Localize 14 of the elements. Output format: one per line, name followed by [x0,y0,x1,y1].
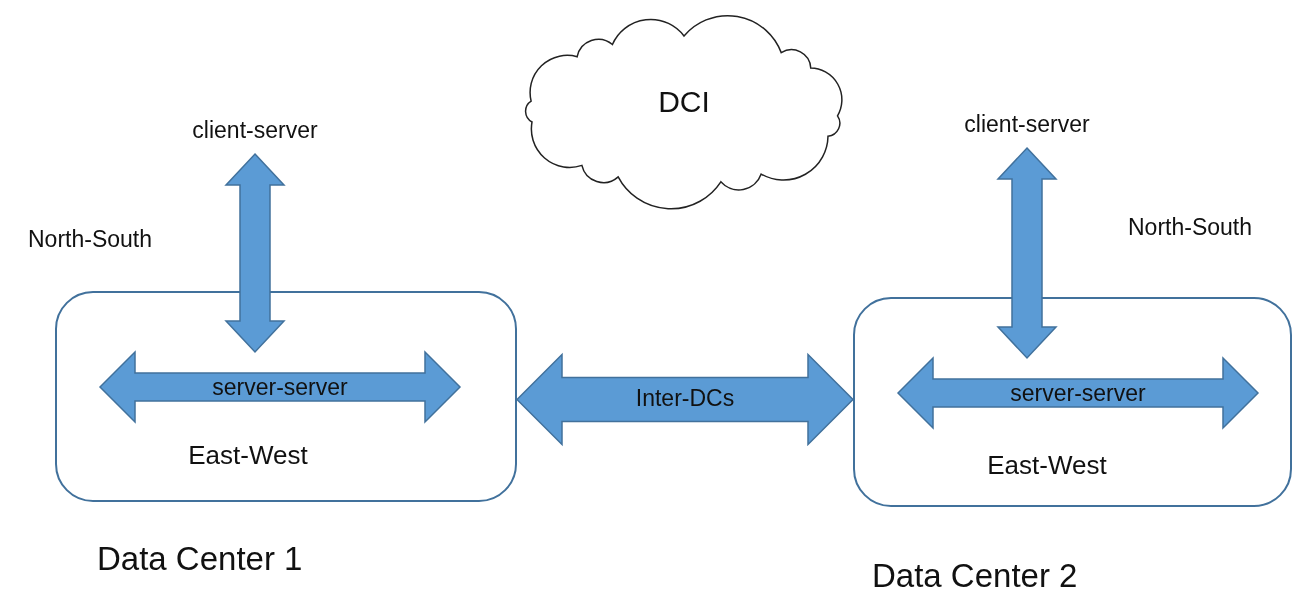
flow-direction-label: East-West [188,440,308,471]
data-center-title: Data Center 1 [97,540,303,578]
edge-label: Inter-DCs [635,384,735,411]
data-center-title: Data Center 2 [872,557,1078,594]
node-label: client-server [191,116,319,144]
node-label: client-server [963,110,1091,138]
arrow-label: server-server [1009,379,1147,407]
double-arrow [515,352,855,447]
edge-label: North-South [28,225,152,253]
double-arrow [224,152,286,354]
edge-label: North-South [1128,213,1252,241]
flow-direction-label: East-West [987,450,1107,481]
arrow-label: server-server [211,373,349,401]
double-arrow [996,146,1058,360]
